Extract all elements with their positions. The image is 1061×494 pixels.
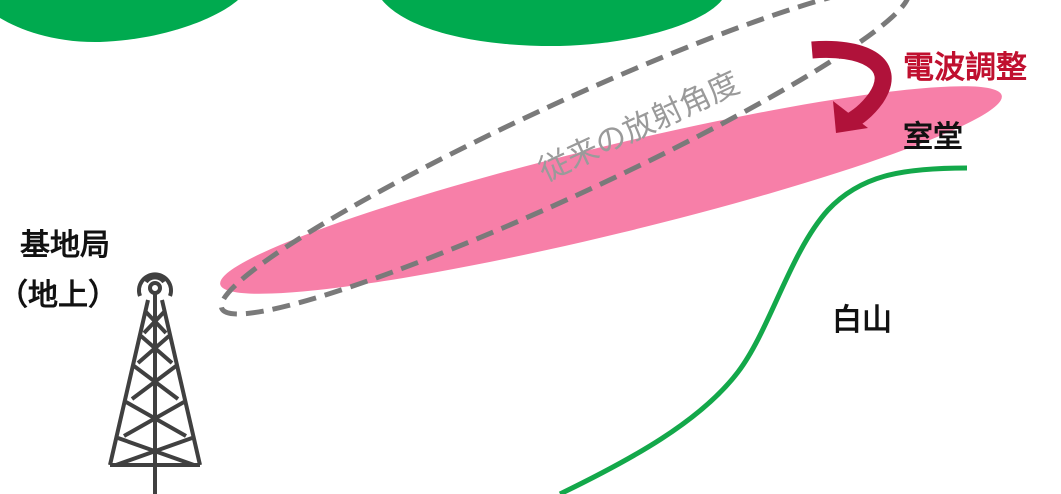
base-station-sublabel: （地上） <box>0 278 118 313</box>
base-station-label: 基地局 <box>20 228 110 263</box>
curved-arrow-icon <box>811 40 892 133</box>
green-top-shape-right <box>382 0 722 47</box>
radio-tower-icon <box>108 293 202 494</box>
radio-adjustment-label: 電波調整 <box>903 50 1027 86</box>
conventional-beam-outline <box>218 0 912 317</box>
signal-waves-icon <box>137 272 173 297</box>
mountain-label: 白山 <box>832 303 892 338</box>
shrine-label: 室堂 <box>903 120 963 155</box>
adjusted-beam <box>220 86 1002 294</box>
mountain-ridge-line <box>558 165 968 494</box>
green-top-shape-left <box>0 0 238 43</box>
